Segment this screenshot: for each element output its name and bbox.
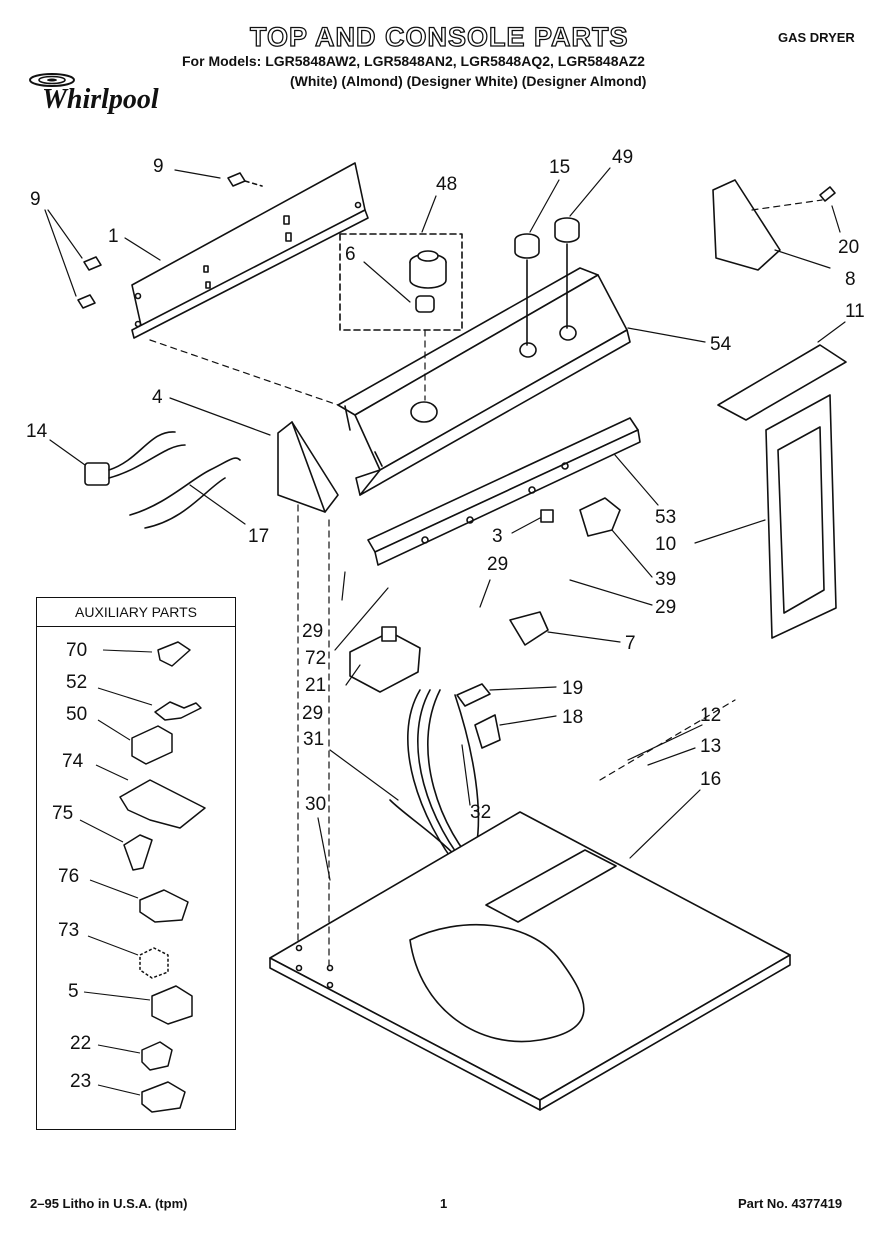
- dryer-type: GAS DRYER: [778, 30, 855, 45]
- aux-callout-70: 70: [66, 640, 88, 661]
- callout-9-a: 9: [153, 156, 164, 177]
- callout-18: 18: [562, 707, 584, 728]
- push-knobs: [514, 217, 580, 346]
- callout-6: 6: [345, 244, 356, 265]
- callout-9-b: 9: [30, 189, 41, 210]
- whirlpool-logo-icon: [29, 73, 75, 87]
- timer-knob: [409, 250, 447, 313]
- brand-name: Whirlpool: [42, 84, 159, 115]
- rear-bracket: [131, 162, 369, 339]
- callout-48: 48: [436, 174, 458, 195]
- vent-duct: [717, 344, 847, 639]
- top-panel: [269, 811, 791, 1111]
- callout-8: 8: [845, 269, 856, 290]
- aux-callout-73: 73: [58, 920, 80, 941]
- knob-assembly-box: [339, 233, 463, 331]
- callout-53: 53: [655, 507, 677, 528]
- switch-7: [509, 611, 549, 646]
- aux-callout-22: 22: [70, 1033, 92, 1054]
- console-panel: [337, 267, 631, 496]
- callout-3: 3: [492, 526, 503, 547]
- connector-18: [474, 714, 501, 749]
- control-channel: [367, 417, 641, 566]
- aux-callout-76: 76: [58, 866, 80, 887]
- callout-20: 20: [838, 237, 860, 258]
- aux-callout-74: 74: [62, 751, 84, 772]
- callout-72: 72: [305, 648, 327, 669]
- callout-30: 30: [305, 794, 327, 815]
- callout-54: 54: [710, 334, 732, 355]
- switch-3: [540, 509, 554, 523]
- part-number: Part No. 4377419: [738, 1196, 843, 1211]
- connector-19: [456, 683, 491, 707]
- aux-callout-50: 50: [66, 704, 88, 725]
- callout-29-b: 29: [655, 597, 677, 618]
- callout-12: 12: [700, 705, 722, 726]
- callout-10: 10: [655, 534, 677, 555]
- callout-1: 1: [108, 226, 119, 247]
- color-list: (White) (Almond) (Designer White) (Desig…: [290, 73, 647, 89]
- aux-callout-75: 75: [52, 803, 74, 824]
- callout-17: 17: [248, 526, 270, 547]
- callout-15: 15: [549, 157, 571, 178]
- aux-callout-23: 23: [70, 1071, 92, 1092]
- aux-callout-5: 5: [68, 981, 79, 1002]
- callout-11: 11: [845, 301, 865, 322]
- switch-39: [579, 497, 621, 537]
- callout-21: 21: [305, 675, 327, 696]
- page-title: TOP AND CONSOLE PARTS: [249, 21, 629, 52]
- model-list: For Models: LGR5848AW2, LGR5848AN2, LGR5…: [182, 53, 645, 69]
- callout-39: 39: [655, 569, 677, 590]
- callout-29-d: 29: [302, 703, 324, 724]
- callout-29-a: 29: [487, 554, 509, 575]
- page-number: 1: [440, 1196, 448, 1211]
- callout-14: 14: [26, 421, 48, 442]
- callout-31: 31: [303, 729, 325, 750]
- callout-32: 32: [470, 802, 492, 823]
- callout-29-c: 29: [302, 621, 324, 642]
- litho-note: 2–95 Litho in U.S.A. (tpm): [30, 1196, 188, 1211]
- end-cap: [277, 421, 339, 513]
- auxiliary-parts-box: [36, 597, 236, 1130]
- auxiliary-parts-title: AUXILIARY PARTS: [36, 597, 236, 627]
- aux-callout-52: 52: [66, 672, 88, 693]
- callout-19: 19: [562, 678, 584, 699]
- wire-harnesses: [84, 431, 241, 529]
- callout-49: 49: [612, 147, 634, 168]
- alignment-lines: [149, 199, 823, 966]
- bracket: [712, 179, 836, 271]
- timer: [349, 626, 421, 693]
- callout-16: 16: [700, 769, 722, 790]
- callout-4: 4: [152, 387, 163, 408]
- leader-lines: [44, 167, 846, 881]
- callout-7: 7: [625, 633, 636, 654]
- callout-13: 13: [700, 736, 722, 757]
- screws: [77, 172, 263, 309]
